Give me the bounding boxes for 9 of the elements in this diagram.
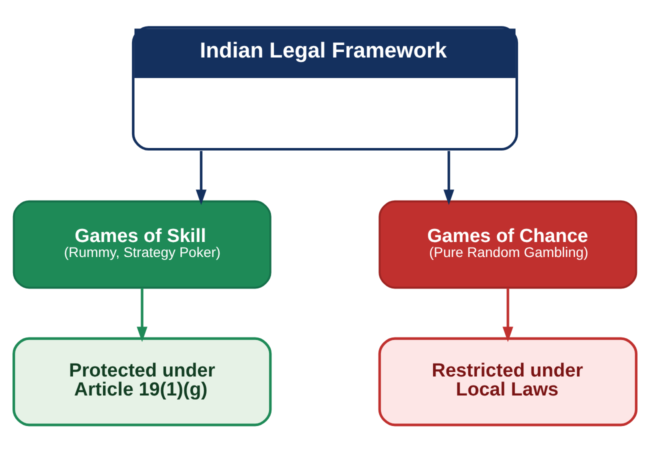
node-box: Games of Skill (Rummy, Strategy Poker)	[12, 200, 272, 288]
arrow	[444, 150, 454, 204]
node-box: Games of Chance (Pure Random Gambling)	[378, 200, 638, 288]
node-box: Protected under Article 19(1)(g)	[12, 336, 272, 426]
arrow	[196, 150, 206, 204]
node-box: Indian Legal Framework	[132, 26, 518, 150]
arrow	[502, 287, 514, 342]
node-box: Restricted under Local Laws	[378, 336, 638, 426]
arrow	[136, 287, 148, 342]
